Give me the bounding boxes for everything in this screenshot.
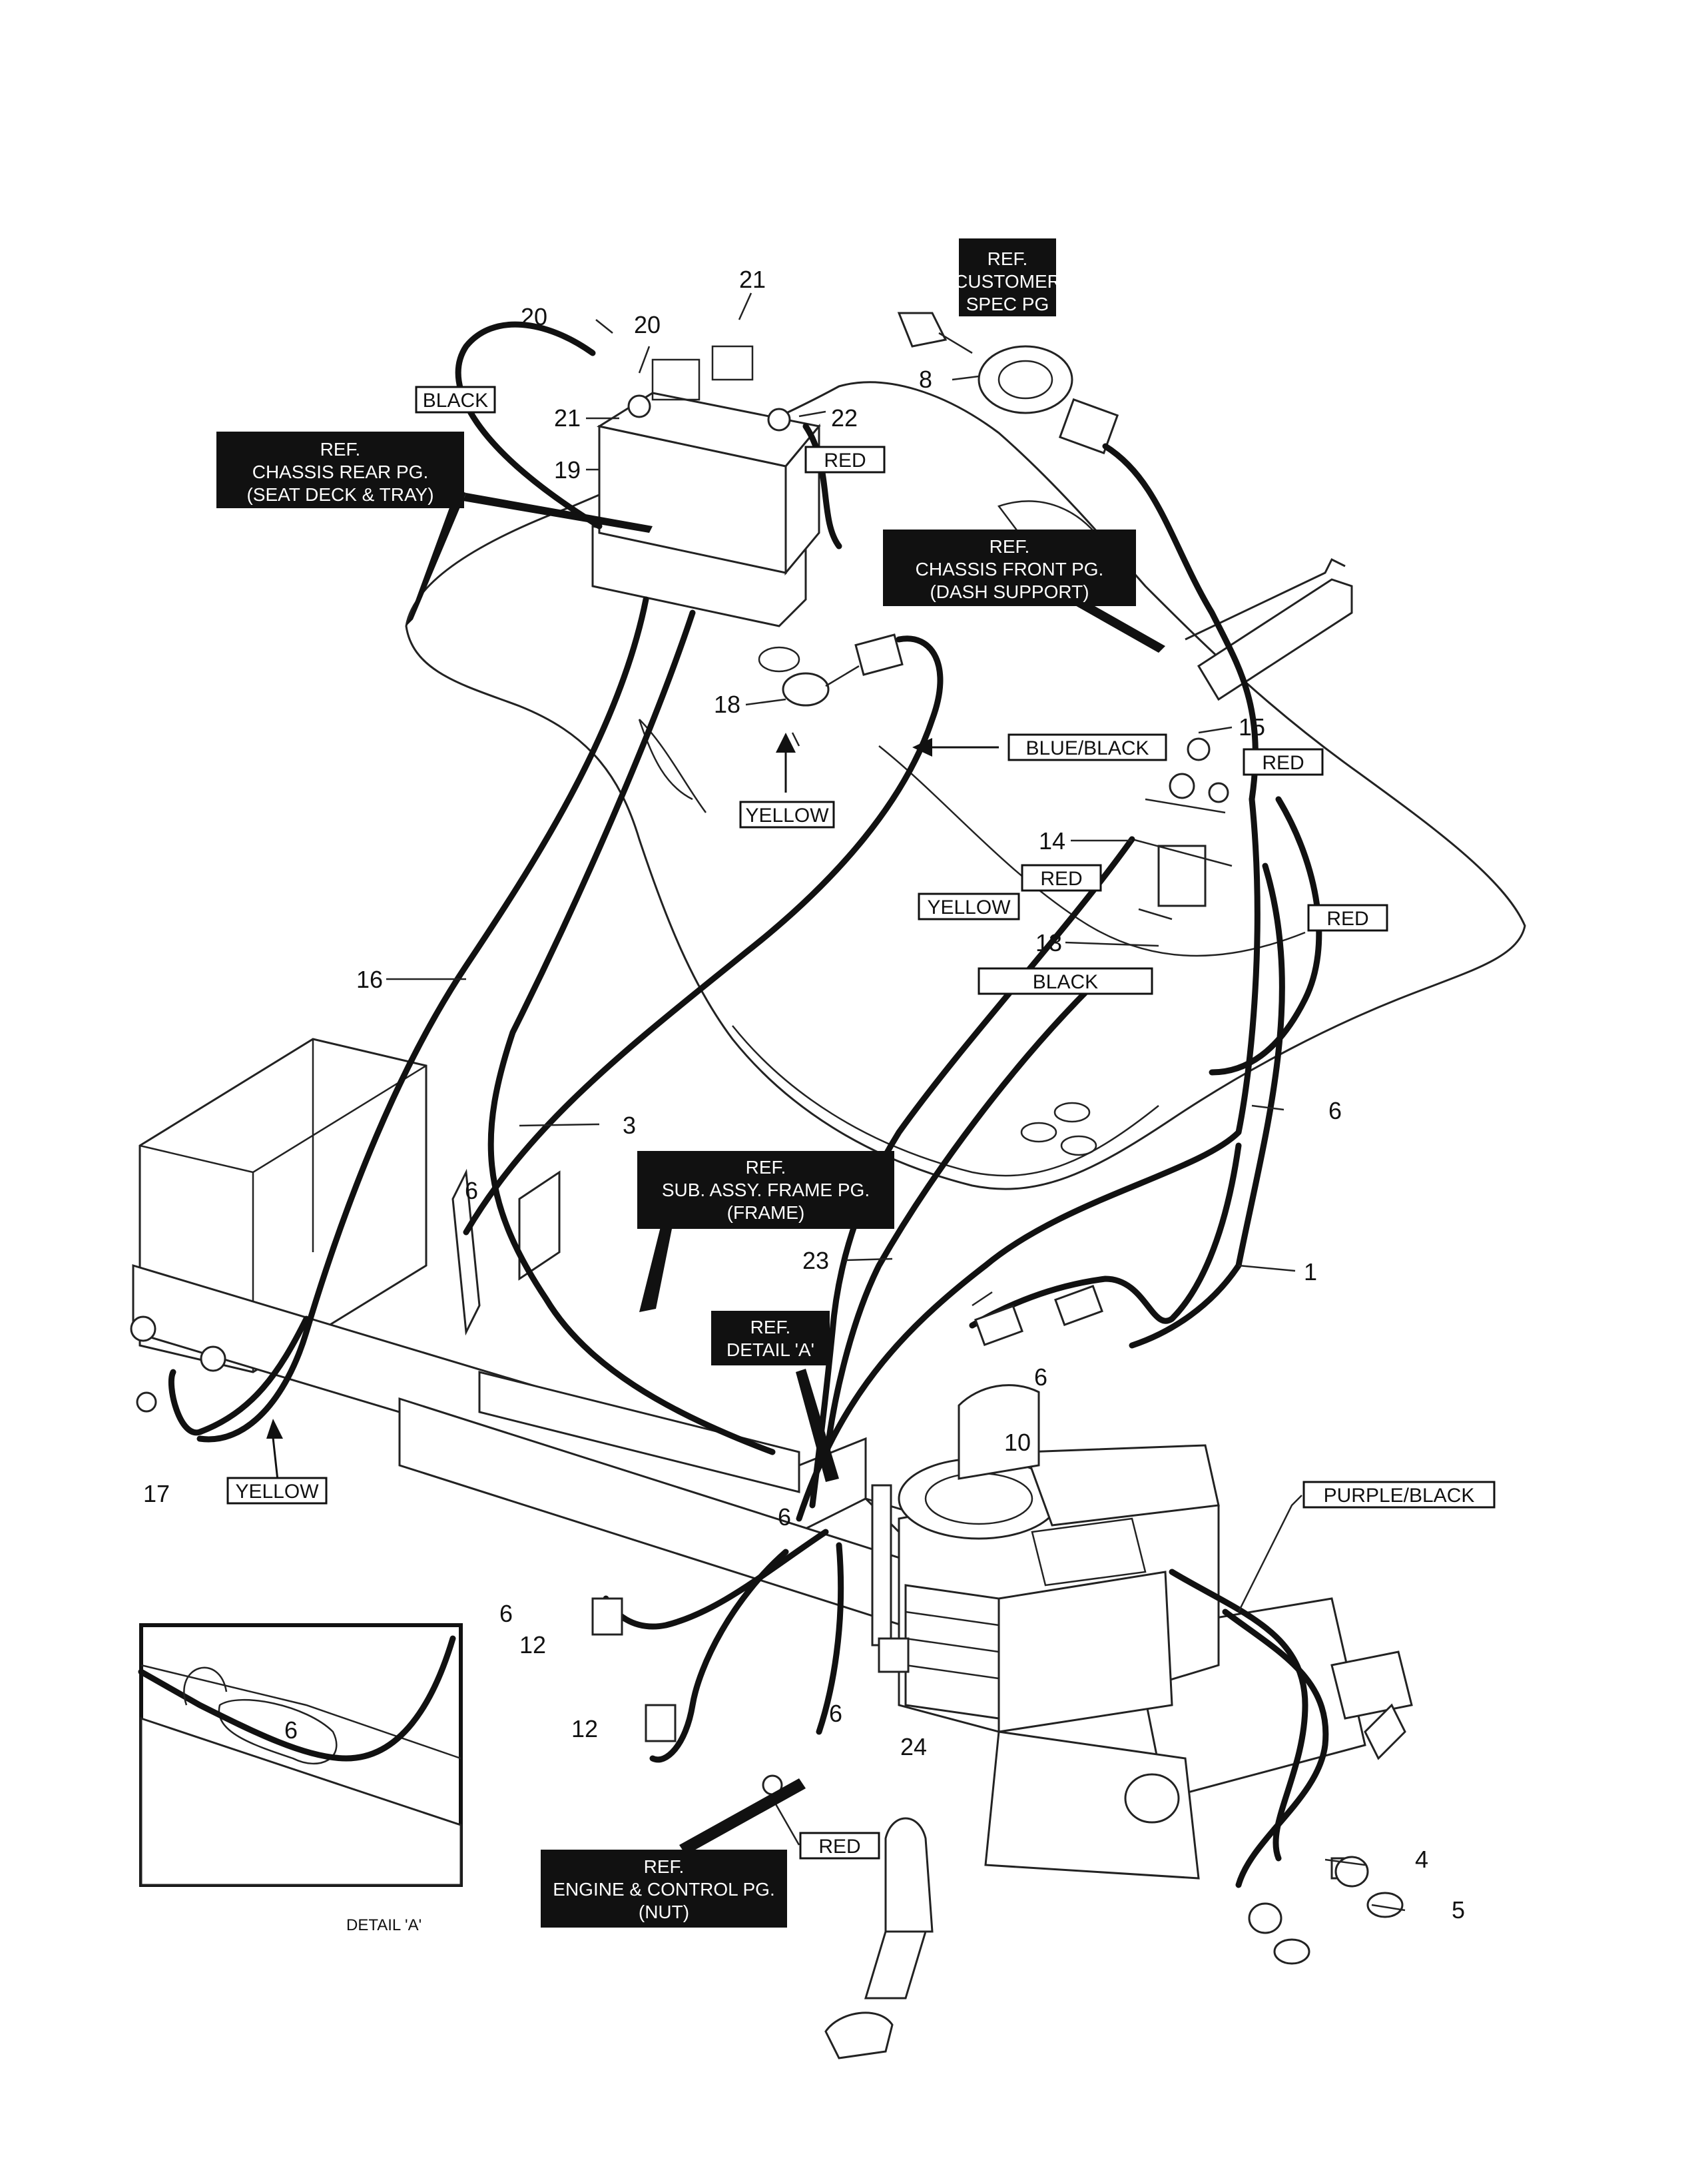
callout-12b: 12 bbox=[571, 1715, 598, 1742]
callout-6d: 6 bbox=[778, 1503, 791, 1531]
svg-text:RED: RED bbox=[1262, 752, 1304, 774]
svg-text:REF.: REF. bbox=[990, 536, 1030, 557]
svg-text:CUSTOMER: CUSTOMER bbox=[954, 271, 1061, 292]
svg-text:REF.: REF. bbox=[988, 248, 1028, 269]
seat-switch bbox=[782, 633, 904, 707]
svg-text:BLACK: BLACK bbox=[423, 390, 488, 412]
wire-label-purple-black: PURPLE/BLACK bbox=[1302, 1481, 1496, 1509]
callout-19: 19 bbox=[554, 456, 581, 484]
svg-text:ENGINE & CONTROL PG.: ENGINE & CONTROL PG. bbox=[553, 1879, 774, 1900]
svg-text:SPEC PG: SPEC PG bbox=[966, 294, 1049, 314]
svg-text:(FRAME): (FRAME) bbox=[727, 1202, 805, 1223]
svg-text:PURPLE/BLACK: PURPLE/BLACK bbox=[1324, 1485, 1475, 1507]
starter-solenoid bbox=[1131, 737, 1233, 907]
callout-6f: 6 bbox=[829, 1700, 842, 1727]
callout-21b: 21 bbox=[554, 404, 581, 432]
callout-23: 23 bbox=[802, 1247, 829, 1274]
svg-text:RED: RED bbox=[1326, 908, 1368, 930]
ref-box-sub-assy-frame: REF. SUB. ASSY. FRAME PG. (FRAME) bbox=[637, 1151, 894, 1229]
wire-label-yellow-frame: YELLOW bbox=[226, 1477, 328, 1505]
callout-8: 8 bbox=[919, 366, 932, 393]
ignition-switch bbox=[897, 312, 1119, 455]
callout-15: 15 bbox=[1239, 713, 1265, 741]
callout-3: 3 bbox=[623, 1112, 636, 1139]
svg-text:DETAIL 'A': DETAIL 'A' bbox=[726, 1339, 814, 1360]
wire-label-yellow-solenoid: YELLOW bbox=[918, 893, 1020, 920]
svg-text:BLACK: BLACK bbox=[1033, 971, 1098, 993]
svg-text:RED: RED bbox=[1040, 868, 1082, 890]
ref-box-chassis-rear: REF. CHASSIS REAR PG. (SEAT DECK & TRAY) bbox=[216, 432, 464, 508]
battery-assembly bbox=[591, 345, 821, 627]
callout-12a: 12 bbox=[519, 1631, 546, 1658]
detail-a-caption: DETAIL 'A' bbox=[346, 1916, 422, 1934]
wire-label-yellow-seat: YELLOW bbox=[739, 801, 835, 829]
svg-text:YELLOW: YELLOW bbox=[235, 1481, 319, 1503]
svg-text:CHASSIS FRONT PG.: CHASSIS FRONT PG. bbox=[916, 559, 1104, 579]
svg-text:RED: RED bbox=[818, 1836, 860, 1858]
wire-label-red-15: RED bbox=[1243, 748, 1324, 776]
svg-text:(DASH SUPPORT): (DASH SUPPORT) bbox=[930, 581, 1089, 602]
callout-14: 14 bbox=[1039, 827, 1065, 855]
ref-box-customer-spec: REF. CUSTOMER SPEC PG bbox=[954, 238, 1061, 316]
headlights bbox=[1248, 1856, 1404, 1965]
ref-box-detail-a: REF. DETAIL 'A' bbox=[711, 1311, 830, 1365]
part-number-callouts: 20 20 21 21 22 19 8 18 15 14 13 16 3 6 6… bbox=[143, 266, 1465, 1924]
svg-text:RED: RED bbox=[824, 450, 866, 472]
ref-box-chassis-front: REF. CHASSIS FRONT PG. (DASH SUPPORT) bbox=[883, 530, 1136, 606]
callout-17: 17 bbox=[143, 1480, 170, 1507]
svg-text:BLUE/BLACK: BLUE/BLACK bbox=[1025, 737, 1149, 759]
detail-a-inset bbox=[138, 1623, 463, 1887]
svg-text:REF.: REF. bbox=[644, 1856, 685, 1877]
harness-connectors bbox=[136, 1285, 1103, 1796]
svg-text:(SEAT DECK & TRAY): (SEAT DECK & TRAY) bbox=[246, 484, 433, 505]
wire-label-red-14: RED bbox=[1021, 864, 1102, 892]
svg-text:REF.: REF. bbox=[750, 1317, 791, 1337]
callout-18: 18 bbox=[714, 691, 740, 718]
callout-21a: 21 bbox=[739, 266, 766, 293]
callout-6b: 6 bbox=[465, 1177, 478, 1204]
dash-support-bracket bbox=[1185, 557, 1353, 701]
callout-20a: 20 bbox=[521, 303, 547, 330]
callout-6c: 6 bbox=[1034, 1363, 1047, 1391]
wire-label-blue-black: BLUE/BLACK bbox=[1007, 733, 1167, 761]
engine bbox=[871, 1384, 1220, 1733]
wire-label-red-bottom: RED bbox=[799, 1832, 880, 1860]
callout-6g: 6 bbox=[284, 1716, 298, 1744]
callout-6a: 6 bbox=[1328, 1097, 1342, 1124]
svg-text:YELLOW: YELLOW bbox=[745, 805, 829, 827]
svg-text:SUB. ASSY. FRAME PG.: SUB. ASSY. FRAME PG. bbox=[662, 1180, 870, 1200]
wiring-cables bbox=[168, 321, 1329, 1888]
callout-16: 16 bbox=[356, 966, 383, 993]
wire-label-red-right: RED bbox=[1307, 904, 1388, 932]
callout-22: 22 bbox=[831, 404, 858, 432]
callout-6e: 6 bbox=[499, 1600, 513, 1627]
svg-text:CHASSIS REAR PG.: CHASSIS REAR PG. bbox=[252, 462, 429, 482]
ref-box-engine-control: REF. ENGINE & CONTROL PG. (NUT) bbox=[541, 1850, 787, 1928]
wire-label-red-battery: RED bbox=[804, 446, 886, 474]
wire-label-black-solenoid: BLACK bbox=[978, 967, 1153, 995]
callout-24: 24 bbox=[900, 1733, 927, 1760]
callout-5: 5 bbox=[1452, 1896, 1465, 1924]
callout-1: 1 bbox=[1304, 1258, 1317, 1285]
svg-text:REF.: REF. bbox=[746, 1157, 786, 1178]
callout-10: 10 bbox=[1004, 1429, 1031, 1456]
callout-13: 13 bbox=[1035, 929, 1062, 956]
wire-label-black-top: BLACK bbox=[415, 386, 496, 414]
callout-20b: 20 bbox=[634, 311, 661, 338]
svg-text:REF.: REF. bbox=[320, 439, 361, 460]
svg-text:(NUT): (NUT) bbox=[639, 1902, 689, 1922]
svg-text:YELLOW: YELLOW bbox=[927, 897, 1011, 918]
callout-4: 4 bbox=[1415, 1846, 1428, 1873]
